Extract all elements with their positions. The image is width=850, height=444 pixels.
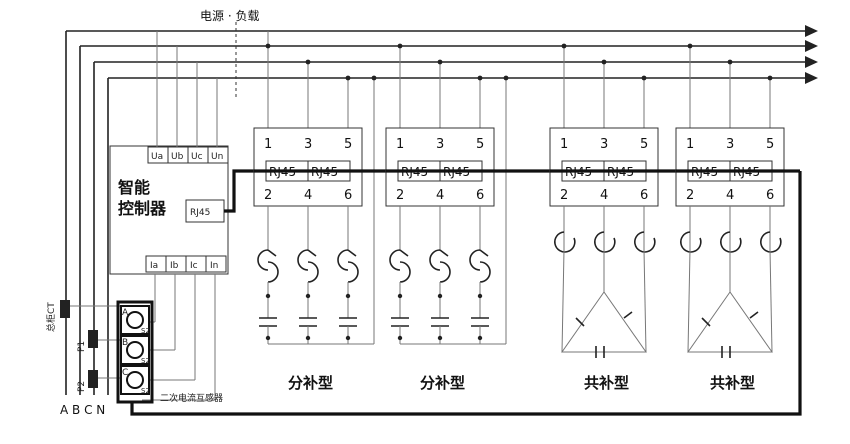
terminal-label: Uc	[191, 152, 203, 162]
phase-labels: A B C N	[60, 403, 105, 417]
smart-controller: 智能 控制器 RJ45 Ua Ub Uc Un Ia Ib Ic In	[109, 145, 229, 275]
switch-icon	[760, 231, 782, 253]
terminal-un	[207, 146, 229, 164]
pin-bottom: 6	[476, 188, 484, 203]
ct-phase-label: C	[122, 368, 128, 378]
pin-top: 3	[600, 137, 608, 152]
controller-title-1: 智能	[118, 178, 150, 197]
terminal-label: Ub	[171, 152, 184, 162]
terminal-label: Ib	[170, 261, 179, 271]
switch-icon	[634, 231, 656, 253]
switch-icon	[680, 231, 702, 253]
switch-icon	[389, 249, 409, 271]
pin-top: 1	[264, 137, 272, 152]
pin-top: 1	[396, 137, 404, 152]
pin-bottom: 2	[560, 188, 568, 203]
rj45-chain	[130, 169, 802, 416]
ct-p1-label: P1	[77, 341, 87, 352]
module-type-label: 分补型	[288, 374, 333, 392]
delta-capacitor-icon	[561, 291, 647, 353]
ct-phase-label: B	[122, 338, 128, 348]
current-leads	[142, 274, 216, 401]
ct-c	[120, 365, 150, 395]
module-type-label: 共补型	[584, 374, 629, 392]
delta-capacitor-icon	[687, 291, 773, 353]
pin-top: 3	[726, 137, 734, 152]
terminal-in	[205, 255, 227, 273]
arrow-icon	[805, 25, 818, 37]
pin-top: 5	[344, 137, 352, 152]
module-type-label: 共补型	[710, 374, 755, 392]
arrow-icon	[805, 40, 818, 52]
terminal-label: Ic	[190, 261, 198, 271]
voltage-terminals: Ua Ub Uc Un	[147, 146, 229, 164]
switch-icon	[720, 231, 742, 253]
ct-s2-label: S2	[141, 327, 150, 335]
pin-bottom: 4	[304, 188, 312, 203]
ct-coil-icon	[126, 341, 144, 359]
ct-phase-label: A	[122, 308, 129, 318]
switch-icon	[257, 249, 277, 271]
pin-bottom: 2	[396, 188, 404, 203]
pin-bottom: 4	[436, 188, 444, 203]
ct-s2-label: S2	[141, 357, 150, 365]
pin-top: 5	[766, 137, 774, 152]
pin-top: 1	[560, 137, 568, 152]
terminal-label: Un	[211, 152, 223, 162]
ct-coil-icon	[126, 371, 144, 389]
main-ct: 总柜CT P1 P2	[45, 300, 120, 392]
pin-bottom: 6	[766, 188, 774, 203]
ct-secondary-label: 二次电流互感器	[160, 392, 223, 404]
pin-bottom: 4	[600, 188, 608, 203]
pin-bottom: 4	[726, 188, 734, 203]
pin-bottom: 6	[640, 188, 648, 203]
terminal-label: Ia	[150, 261, 158, 271]
pin-top: 3	[304, 137, 312, 152]
voltage-leads	[156, 31, 218, 147]
pin-top: 5	[640, 137, 648, 152]
switch-icon	[554, 231, 576, 253]
switch-icon	[297, 249, 317, 271]
switch-icon	[594, 231, 616, 253]
ct-coil-icon	[126, 311, 144, 329]
current-terminals: Ia Ib Ic In	[145, 255, 227, 273]
switch-icon	[429, 249, 449, 271]
module-type-label: 分补型	[420, 374, 465, 392]
pin-top: 3	[436, 137, 444, 152]
ct-s2-label: S2	[141, 387, 150, 395]
controller-rj45: RJ45	[190, 208, 210, 218]
pin-top: 1	[686, 137, 694, 152]
arrow-icon	[805, 56, 818, 68]
ct-p2-label: P2	[77, 381, 87, 392]
switch-icon	[469, 249, 489, 271]
source-load-label: 电源 · 负载	[200, 9, 259, 23]
terminal-label: In	[210, 261, 218, 271]
terminal-label: Ua	[151, 152, 163, 162]
switch-icon	[337, 249, 357, 271]
pin-bottom: 6	[344, 188, 352, 203]
controller-title-2: 控制器	[118, 199, 167, 218]
pin-bottom: 2	[686, 188, 694, 203]
pin-bottom: 2	[264, 188, 272, 203]
arrow-icon	[805, 72, 818, 84]
ct-main-label: 总柜CT	[45, 302, 57, 332]
pin-top: 5	[476, 137, 484, 152]
